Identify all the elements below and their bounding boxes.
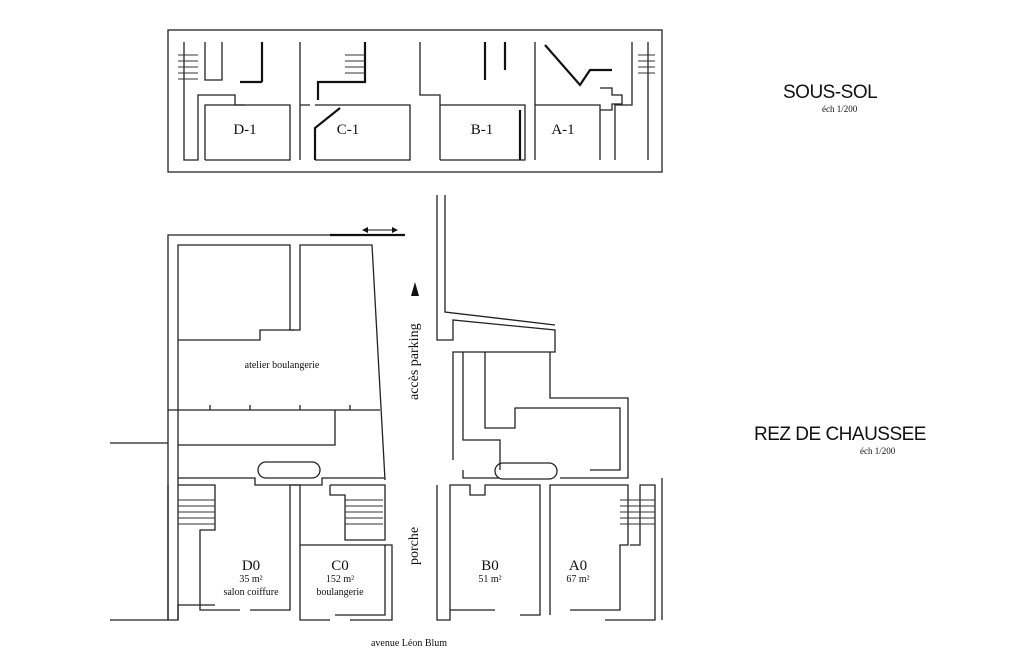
street-label: avenue Léon Blum <box>370 638 448 649</box>
workshop-label: atelier boulangerie <box>244 360 320 371</box>
unit-use-c0: boulangerie <box>316 587 364 598</box>
parking-arrow-icon <box>411 282 419 296</box>
unit-area-c0: 152 m² <box>325 574 355 585</box>
unit-area-b0: 51 m² <box>478 574 502 585</box>
ground-floor-title: REZ DE CHAUSSEE <box>754 424 926 445</box>
basement-scale: éch 1/200 <box>822 104 858 114</box>
unit-use-d0: salon coiffure <box>223 587 279 598</box>
room-label-d-1: D-1 <box>233 122 257 138</box>
unit-name-b0: B0 <box>481 558 499 574</box>
ground-floor-left-plan <box>110 233 405 621</box>
unit-name-a0: A0 <box>568 558 588 574</box>
basement-title: SOUS-SOL <box>783 82 878 103</box>
room-label-a-1: A-1 <box>551 122 575 138</box>
room-label-c-1: C-1 <box>336 122 360 138</box>
unit-name-c0: C0 <box>331 558 349 574</box>
entrance-arrow-icon <box>362 227 398 233</box>
unit-area-d0: 35 m² <box>239 574 263 585</box>
porch-label: porche <box>407 526 422 565</box>
room-label-b-1: B-1 <box>470 122 494 138</box>
ground-floor-scale: éch 1/200 <box>860 446 896 456</box>
ground-floor-right-plan <box>436 195 663 621</box>
unit-name-d0: D0 <box>241 558 261 574</box>
unit-area-a0: 67 m² <box>566 574 590 585</box>
basement-plan <box>167 29 663 173</box>
parking-access-label: accès parking <box>407 323 422 400</box>
